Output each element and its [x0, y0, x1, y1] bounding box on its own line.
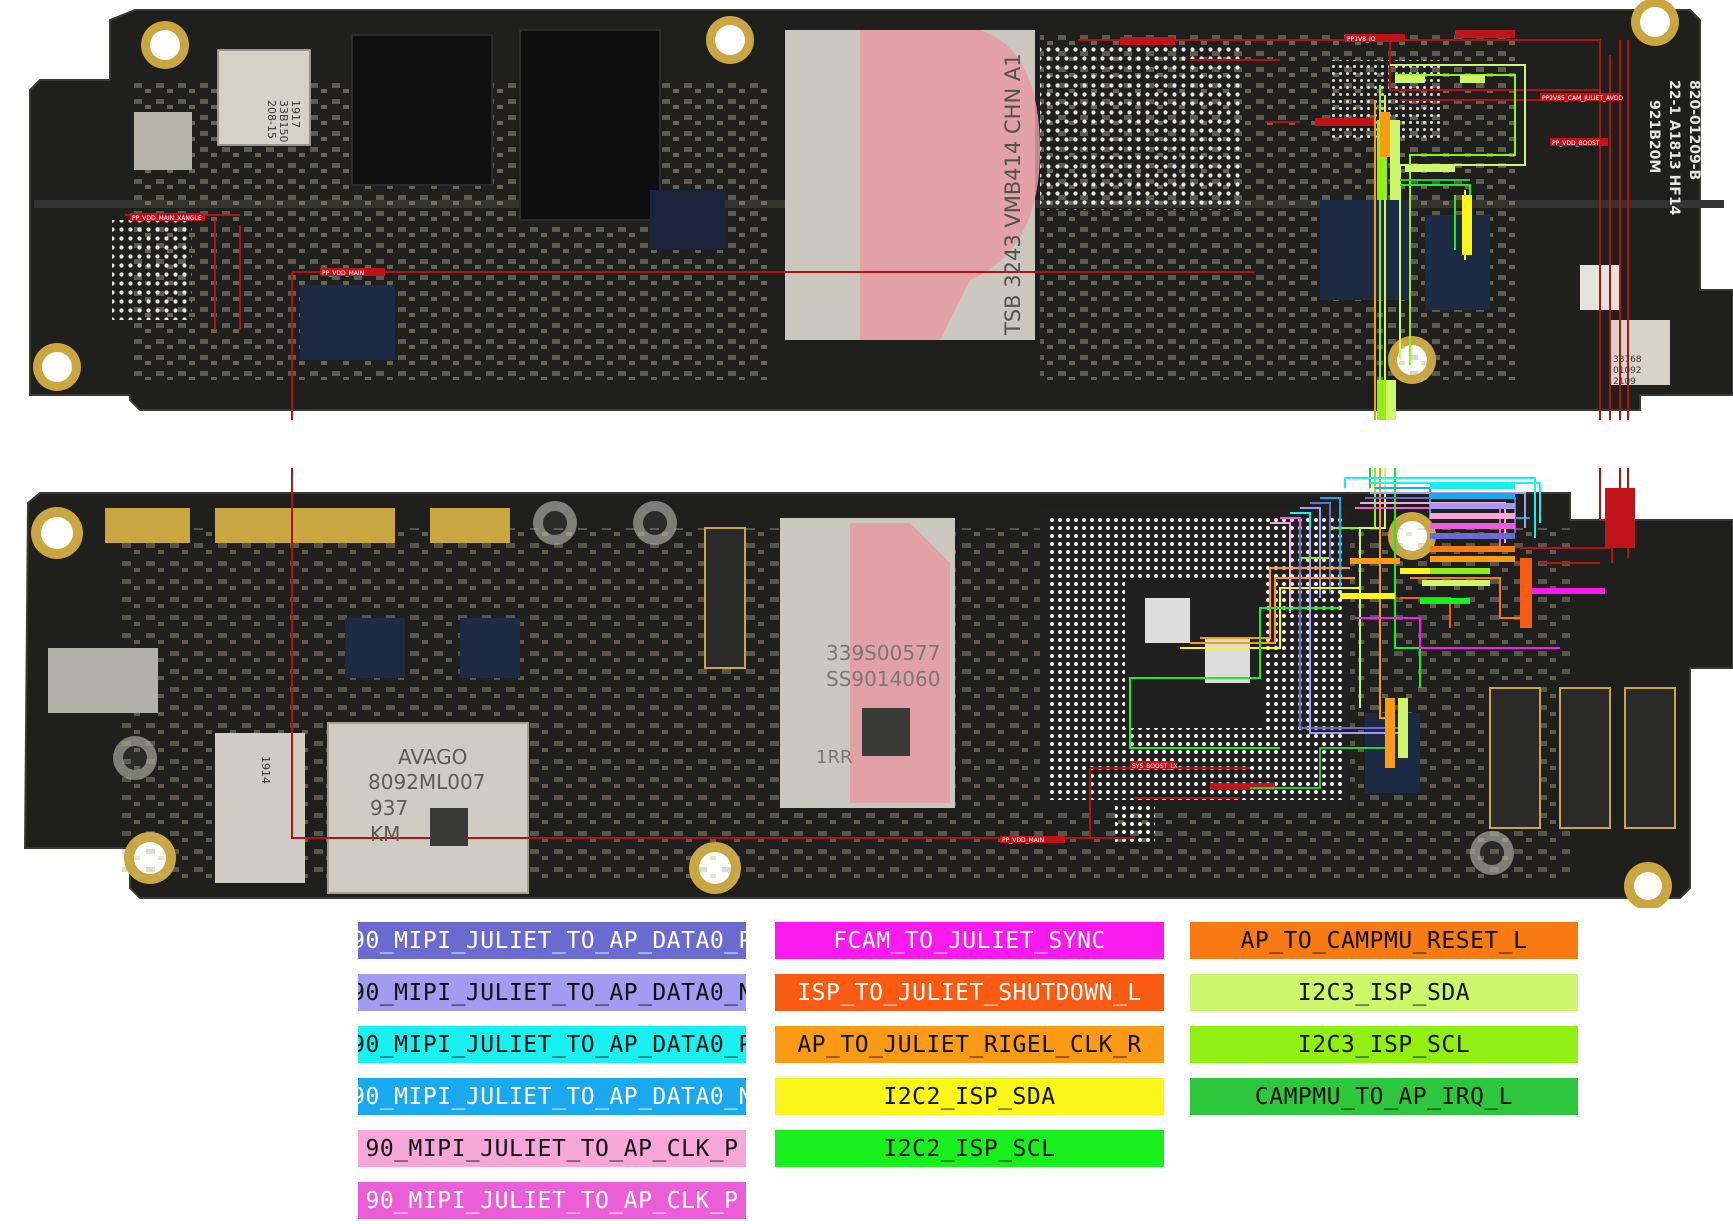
legend-item: I2C3_ISP_SCL — [1190, 1026, 1578, 1063]
net-pp-vdd-main-xangle: PP_VDD_MAIN_XANGLE — [132, 215, 202, 222]
legend-item: 90_MIPI_JULIET_TO_AP_DATA0_N — [358, 1078, 746, 1115]
legend-item: I2C2_ISP_SCL — [775, 1130, 1164, 1167]
bottom-left-ic: 1914 — [259, 756, 272, 784]
top-right-ic2: 01092 — [1613, 366, 1642, 376]
avago-line4: KM — [370, 822, 400, 846]
top-board: 820-01209-B 22-1 A1813 HF14 921B20M TSB … — [29, 0, 1733, 420]
net-pp2v85: PP2V85_CAM_JULIET_AVDD — [1542, 95, 1623, 102]
legend-item: I2C3_ISP_SDA — [1190, 974, 1578, 1011]
net-pp-vdd-boost: PP_VDD_BOOST — [1552, 140, 1600, 147]
top-ic-left: 208-15 — [265, 100, 278, 139]
top-right-ic3: 2109 — [1613, 377, 1636, 387]
legend-item: 90_MIPI_JULIET_TO_AP_DATA0_P — [358, 922, 746, 959]
net-pp1v8-io: PP1V8_IO — [1347, 36, 1376, 43]
legend-item: 90_MIPI_JULIET_TO_AP_DATA0_N — [358, 974, 746, 1011]
top-board-date: 921B20M — [1646, 100, 1662, 173]
top-board-sub: 22-1 A1813 HF14 — [1666, 80, 1682, 216]
top-ic-left2: 33B150 — [277, 100, 290, 143]
legend-item: I2C2_ISP_SDA — [775, 1078, 1164, 1115]
top-board-id: 820-01209-B — [1686, 80, 1702, 180]
top-right-ic: 33768 — [1613, 355, 1642, 365]
avago-line3: 937 — [370, 796, 408, 820]
net-sys-boost-lx: SYS_BOOST_LX — [1132, 763, 1178, 770]
bottom-nand-line2: SS9014060 — [826, 667, 940, 691]
avago-line1: AVAGO — [398, 745, 467, 769]
bottom-board: SYS_BOOST_LX PP_VDD_MAIN — [23, 468, 1733, 908]
net-pp-vdd-main-bottom: PP_VDD_MAIN — [1002, 837, 1044, 844]
legend-item: CAMPMU_TO_AP_IRQ_L — [1190, 1078, 1578, 1115]
avago-line2: 8092ML007 — [368, 770, 485, 794]
net-pp-vdd-main-top: PP_VDD_MAIN — [322, 270, 364, 277]
legend-item: AP_TO_CAMPMU_RESET_L — [1190, 922, 1578, 959]
legend-item: 90_MIPI_JULIET_TO_AP_CLK_P — [358, 1130, 746, 1167]
legend-item: 90_MIPI_JULIET_TO_AP_DATA0_P — [358, 1026, 746, 1063]
legend-item: ISP_TO_JULIET_SHUTDOWN_L — [775, 974, 1164, 1011]
legend-item: 90_MIPI_JULIET_TO_AP_CLK_P — [358, 1182, 746, 1219]
legend-item: FCAM_TO_JULIET_SYNC — [775, 922, 1164, 959]
top-ic-left3: 1917 — [289, 100, 302, 128]
bottom-nand-line3: 1RR — [816, 747, 852, 768]
bottom-nand-line1: 339S00577 — [826, 641, 941, 665]
legend-item: AP_TO_JULIET_RIGEL_CLK_R — [775, 1026, 1164, 1063]
nand-marking: TSB 3243 VMB414 CHN A1 — [1001, 53, 1025, 336]
